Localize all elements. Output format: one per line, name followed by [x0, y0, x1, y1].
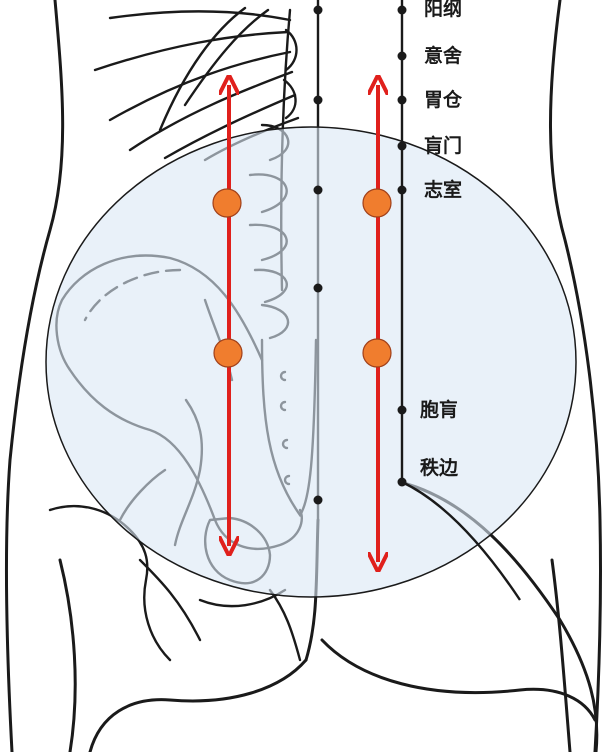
- marker-left-lower: [214, 339, 242, 367]
- dot-yanggang: [398, 6, 407, 15]
- spine-dot-2: [314, 96, 323, 105]
- label-weicang: 胃仓: [424, 91, 462, 110]
- rib-2: [95, 32, 288, 70]
- spine-dot-5: [314, 496, 323, 505]
- dot-zhishi: [398, 186, 407, 195]
- ischium-right: [270, 590, 300, 660]
- label-yishe: 意舍: [424, 47, 462, 66]
- left-thigh-line: [60, 560, 75, 752]
- spine-dot-1: [314, 6, 323, 15]
- spine-dot-4: [314, 284, 323, 293]
- marker-right-lower: [363, 339, 391, 367]
- label-yanggang: 阳纲: [424, 0, 462, 19]
- rib-8: [160, 8, 245, 130]
- dot-baohuang: [398, 406, 407, 415]
- label-zhibian: 秩边: [420, 459, 458, 478]
- label-zhishi: 志室: [424, 181, 462, 200]
- highlight-zone-circle: [46, 127, 576, 597]
- label-baohuang: 胞肓: [420, 401, 458, 420]
- left-gluteal-fold: [90, 660, 306, 752]
- marker-left-upper: [213, 189, 241, 217]
- marker-right-upper: [363, 189, 391, 217]
- right-gluteal-fold: [322, 640, 595, 720]
- dot-weicang: [398, 96, 407, 105]
- spine-dot-3: [314, 186, 323, 195]
- dot-yishe: [398, 52, 407, 61]
- dot-zhibian: [398, 478, 407, 487]
- dot-huangmen: [398, 142, 407, 151]
- right-thigh-line: [552, 560, 570, 752]
- label-huangmen: 肓门: [424, 137, 462, 156]
